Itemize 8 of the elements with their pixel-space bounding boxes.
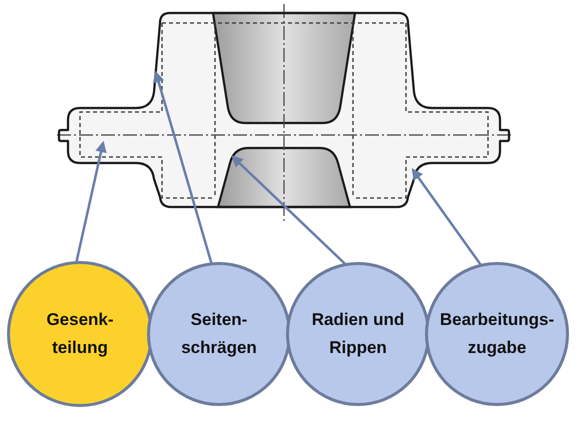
leader-line	[75, 140, 107, 263]
callout-label: Bearbeitungs- zugabe	[438, 309, 556, 359]
leader-line	[231, 155, 347, 266]
callout-label: Seiten- schrägen	[180, 309, 258, 359]
callout-label: Gesenk- teilung	[45, 309, 115, 359]
leader-line	[153, 70, 213, 264]
leader-line	[412, 168, 482, 266]
callout-label: Radien und Rippen	[310, 309, 406, 359]
